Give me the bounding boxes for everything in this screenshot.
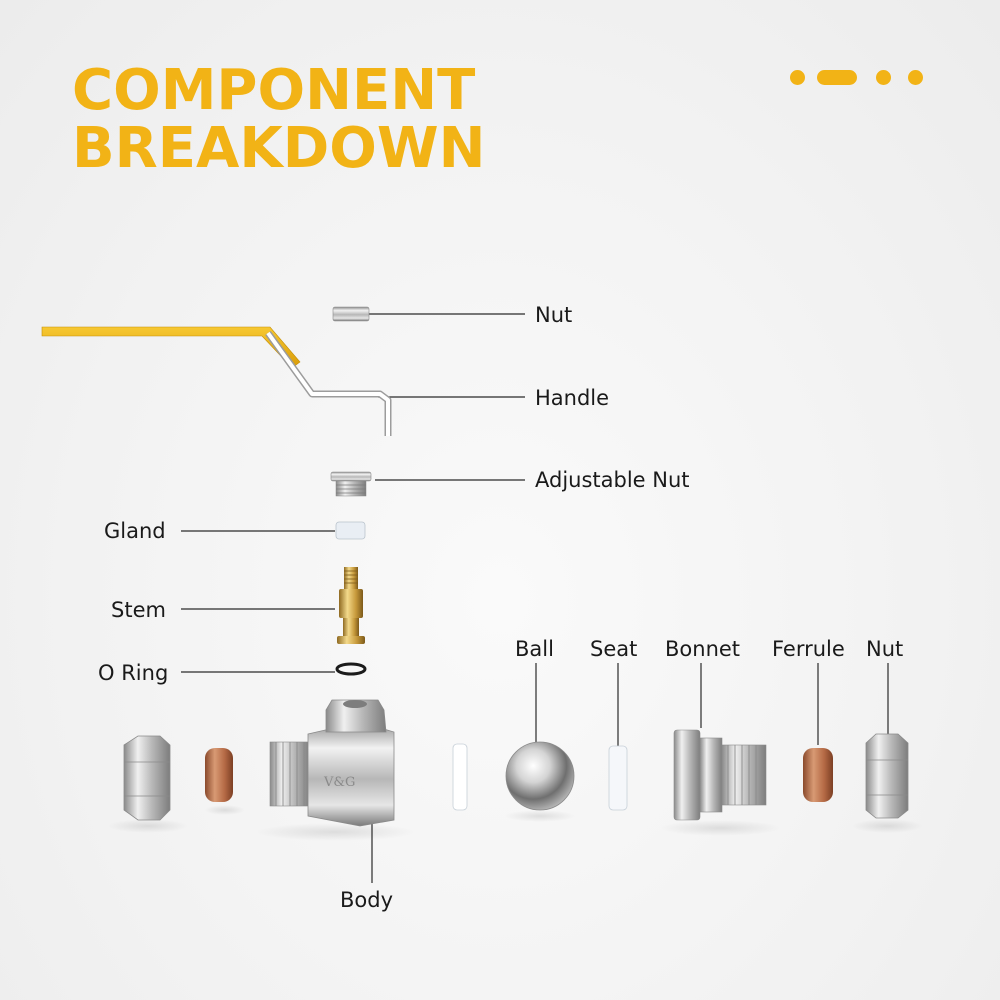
right-nut-part	[865, 733, 909, 819]
gland-part	[335, 521, 366, 540]
stem-part	[337, 567, 365, 644]
adjustable-nut-part	[330, 471, 372, 497]
label-ball: Ball	[515, 637, 554, 661]
left-ferrule-part	[205, 748, 233, 802]
title-line-1: COMPONENT	[72, 58, 476, 123]
dot-2	[876, 70, 891, 85]
dot-3	[908, 70, 923, 85]
label-gland: Gland	[104, 519, 166, 543]
left-seat-part	[452, 743, 468, 811]
ground-shadows	[108, 805, 923, 841]
label-ferrule: Ferrule	[772, 637, 845, 661]
label-seat: Seat	[590, 637, 638, 661]
label-adjustable-nut: Adjustable Nut	[535, 468, 690, 492]
label-bonnet: Bonnet	[665, 637, 741, 661]
label-body: Body	[340, 888, 394, 912]
leader-lines	[181, 313, 889, 883]
label-handle: Handle	[535, 386, 610, 410]
dash	[817, 70, 857, 85]
o-ring-part	[335, 662, 367, 676]
bonnet-part	[673, 729, 767, 821]
decorative-dots	[790, 70, 925, 86]
body-part: V&G	[269, 699, 395, 827]
label-stem: Stem	[111, 598, 166, 622]
label-nut-top: Nut	[535, 303, 573, 327]
label-o-ring: O Ring	[98, 661, 169, 685]
page-title: COMPONENT BREAKDOWN	[72, 62, 486, 178]
dot-1	[790, 70, 805, 85]
title-line-2: BREAKDOWN	[72, 116, 486, 181]
left-nut-part	[123, 735, 171, 821]
seat-part	[608, 745, 628, 811]
ball-part	[505, 741, 575, 811]
label-nut-right: Nut	[866, 637, 904, 661]
handle-part	[41, 326, 392, 436]
body-marking: V&G	[323, 775, 355, 790]
right-ferrule-part	[803, 748, 833, 802]
nut-top-part	[332, 306, 370, 322]
